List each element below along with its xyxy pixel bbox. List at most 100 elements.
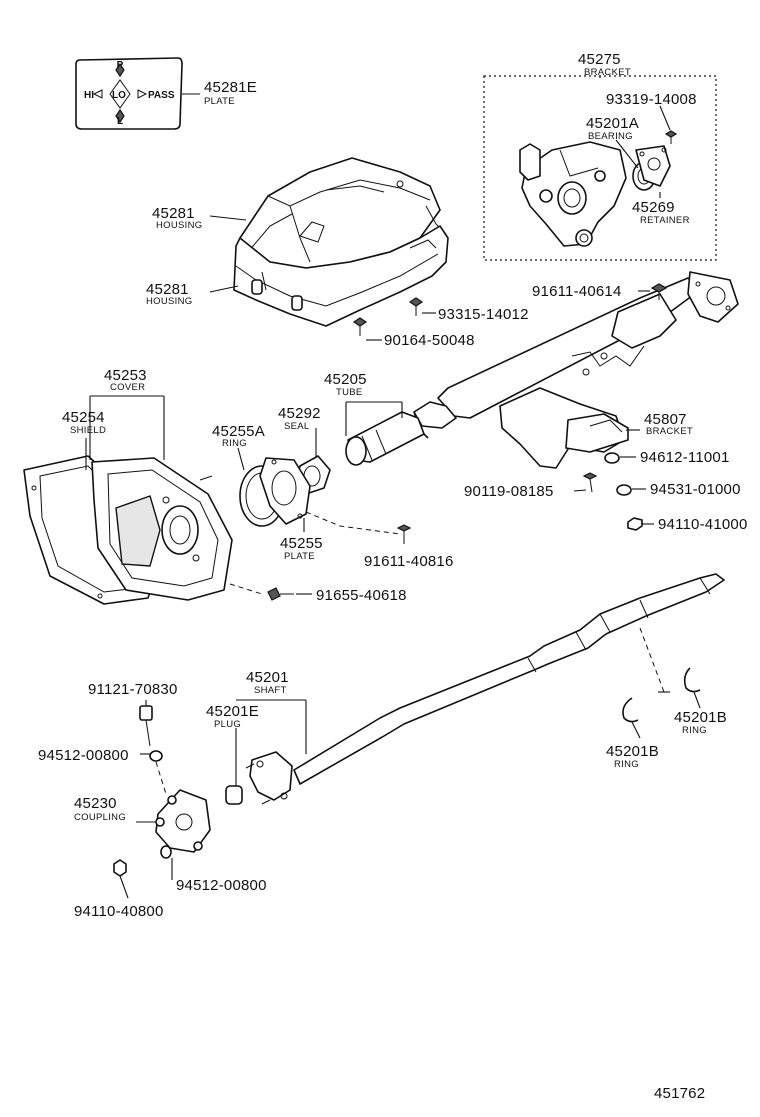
part-number: 45269 [632,199,675,216]
nut-94110-40800 [113,859,127,877]
part-number: 45275 [578,51,621,68]
plate-symbol-left: HI [84,90,94,101]
callout-8: 93315-14012 [438,306,528,323]
callout-18: 45807 BRACKET [644,411,693,437]
callout-17: 91655-40618 [316,587,406,604]
part-number: 94110-41000 [658,516,748,533]
callout-20: 90119-08185 [464,483,553,500]
part-name: RETAINER [640,215,690,226]
part-name: COVER [110,382,145,393]
part-name: BRACKET [584,67,631,78]
part-number: 45201B [606,743,659,760]
callout-16: 91611-40816 [364,553,454,570]
callout-27: 45230 COUPLING [74,795,126,823]
bolt-91655-40618 [267,587,294,601]
callout-6: 45269 RETAINER [632,199,690,226]
washer-94512-00800-lower [160,845,172,859]
callout-12: 45205 TUBE [324,371,367,398]
part-name: BRACKET [646,426,693,437]
plate-symbol-top: P [117,60,124,71]
part-number: 91611-40816 [364,553,454,570]
part-name: RING [222,438,247,449]
part-number: 45281E [204,79,257,96]
steering-shaft-45201 [245,573,725,805]
callout-22: 94110-41000 [658,516,748,533]
retainer-45269 [635,145,671,187]
part-name: SEAL [284,421,310,432]
part-number: 91611-40614 [532,283,622,300]
bracket-45275-group-box [483,75,717,261]
callout-24: 94512-00800 [38,747,129,764]
callout-29: 94110-40800 [74,903,164,920]
part-name: SHAFT [254,685,287,696]
column-housing-lower [233,221,449,327]
callout-23: 91121-70830 [88,681,178,698]
part-name: HOUSING [156,220,202,231]
washer-94612-11001 [604,452,620,464]
part-number: 45281 [152,205,195,222]
nut-94110-41000 [627,517,643,531]
callout-13: 45292 SEAL [278,405,321,432]
callout-31: 45201B RING [674,709,727,736]
callout-7: 91611-40614 [532,283,622,300]
plate-symbol-right: PASS [148,90,175,101]
part-number: 45253 [104,367,147,384]
part-name: RING [682,725,707,736]
plug-45201e [225,785,243,805]
part-number: 93319-14008 [606,91,697,108]
column-bracket-45275 [519,141,627,247]
callout-26: 45201E PLUG [206,703,259,730]
ring-45201b-right [683,667,701,693]
part-number: 45201 [246,669,289,686]
bolt-91611-40614 [650,283,668,300]
combination-switch-plate: P L HI LO PASS [75,57,183,130]
part-number: 94531-01000 [650,481,741,498]
part-number: 94110-40800 [74,903,164,920]
part-name: RING [614,759,639,770]
part-number: 94612-11001 [640,449,730,466]
callout-15: 45255 PLATE [280,535,323,562]
callout-25: 45201 SHAFT [246,669,289,696]
callout-19: 94612-11001 [640,449,730,466]
part-number: 45254 [62,409,105,426]
callout-14: 45255A RING [212,423,265,449]
part-number: 45201A [586,115,639,132]
callout-21: 94531-01000 [650,481,741,498]
part-name: PLUG [214,719,241,730]
screw-90164-50048 [352,317,368,336]
part-number: 45807 [644,411,687,428]
part-number: 45255A [212,423,265,440]
arrow-down-icon [115,108,125,124]
part-name: HOUSING [146,296,192,307]
part-number: 94512-00800 [38,747,129,764]
bolt-90119-08185 [582,472,598,493]
callout-4: 93319-14008 [606,91,697,108]
screw-93319-14008 [664,130,678,144]
part-number: 94512-00800 [176,877,267,894]
part-number: 91121-70830 [88,681,178,698]
part-name: COUPLING [74,812,126,823]
plate-45255 [259,457,311,525]
column-tube-assembly [413,271,739,469]
column-housing-upper [239,157,447,269]
callout-3: 45275 BRACKET [578,51,631,78]
part-number: 45201B [674,709,727,726]
part-name: PLATE [204,96,235,107]
washer-94531-01000 [616,484,632,496]
part-name: PLATE [284,551,315,562]
callout-2: 45281 HOUSING [146,281,192,307]
callout-0: 45281E PLATE [204,79,257,107]
callout-1: 45281 HOUSING [152,205,202,231]
part-number: 45255 [280,535,323,552]
part-name: SHIELD [70,425,106,436]
part-name: TUBE [336,387,363,398]
part-number: 45292 [278,405,321,422]
callout-5: 45201A BEARING [586,115,639,142]
part-number: 45230 [74,795,117,812]
bolt-91121-70830 [139,705,153,747]
tube-45205 [345,411,425,466]
plate-symbol-bottom: L [117,116,123,127]
part-number: 90164-50048 [384,332,475,349]
